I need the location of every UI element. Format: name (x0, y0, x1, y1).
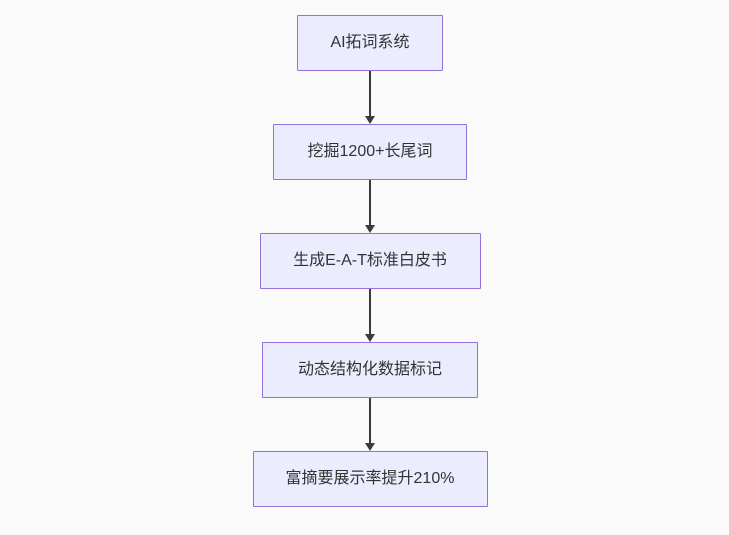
flow-edge-3 (365, 289, 375, 342)
flowchart: AI拓词系统 挖掘1200+长尾词 生成E-A-T标准白皮书 动态结构化数据标记 (0, 15, 729, 507)
flow-edge-1 (365, 71, 375, 124)
flow-edge-2 (365, 180, 375, 233)
arrowhead-down-icon (365, 334, 375, 342)
flow-node-3-label: 生成E-A-T标准白皮书 (293, 252, 447, 269)
flow-node-2: 挖掘1200+长尾词 (273, 124, 467, 180)
flow-node-1-label: AI拓词系统 (330, 34, 410, 51)
flow-node-5-label: 富摘要展示率提升210% (285, 470, 455, 487)
arrowhead-down-icon (365, 443, 375, 451)
arrowhead-down-icon (365, 225, 375, 233)
flow-node-4: 动态结构化数据标记 (262, 342, 478, 398)
flow-node-3: 生成E-A-T标准白皮书 (259, 233, 481, 289)
edge-line (369, 71, 371, 116)
edge-line (369, 289, 371, 334)
flow-node-5: 富摘要展示率提升210% (252, 451, 488, 507)
flow-node-1: AI拓词系统 (297, 15, 443, 71)
flow-edge-4 (365, 398, 375, 451)
edge-line (369, 398, 371, 443)
edge-line (369, 180, 371, 225)
flow-node-4-label: 动态结构化数据标记 (297, 361, 442, 378)
arrowhead-down-icon (365, 116, 375, 124)
flow-node-2-label: 挖掘1200+长尾词 (307, 143, 433, 160)
